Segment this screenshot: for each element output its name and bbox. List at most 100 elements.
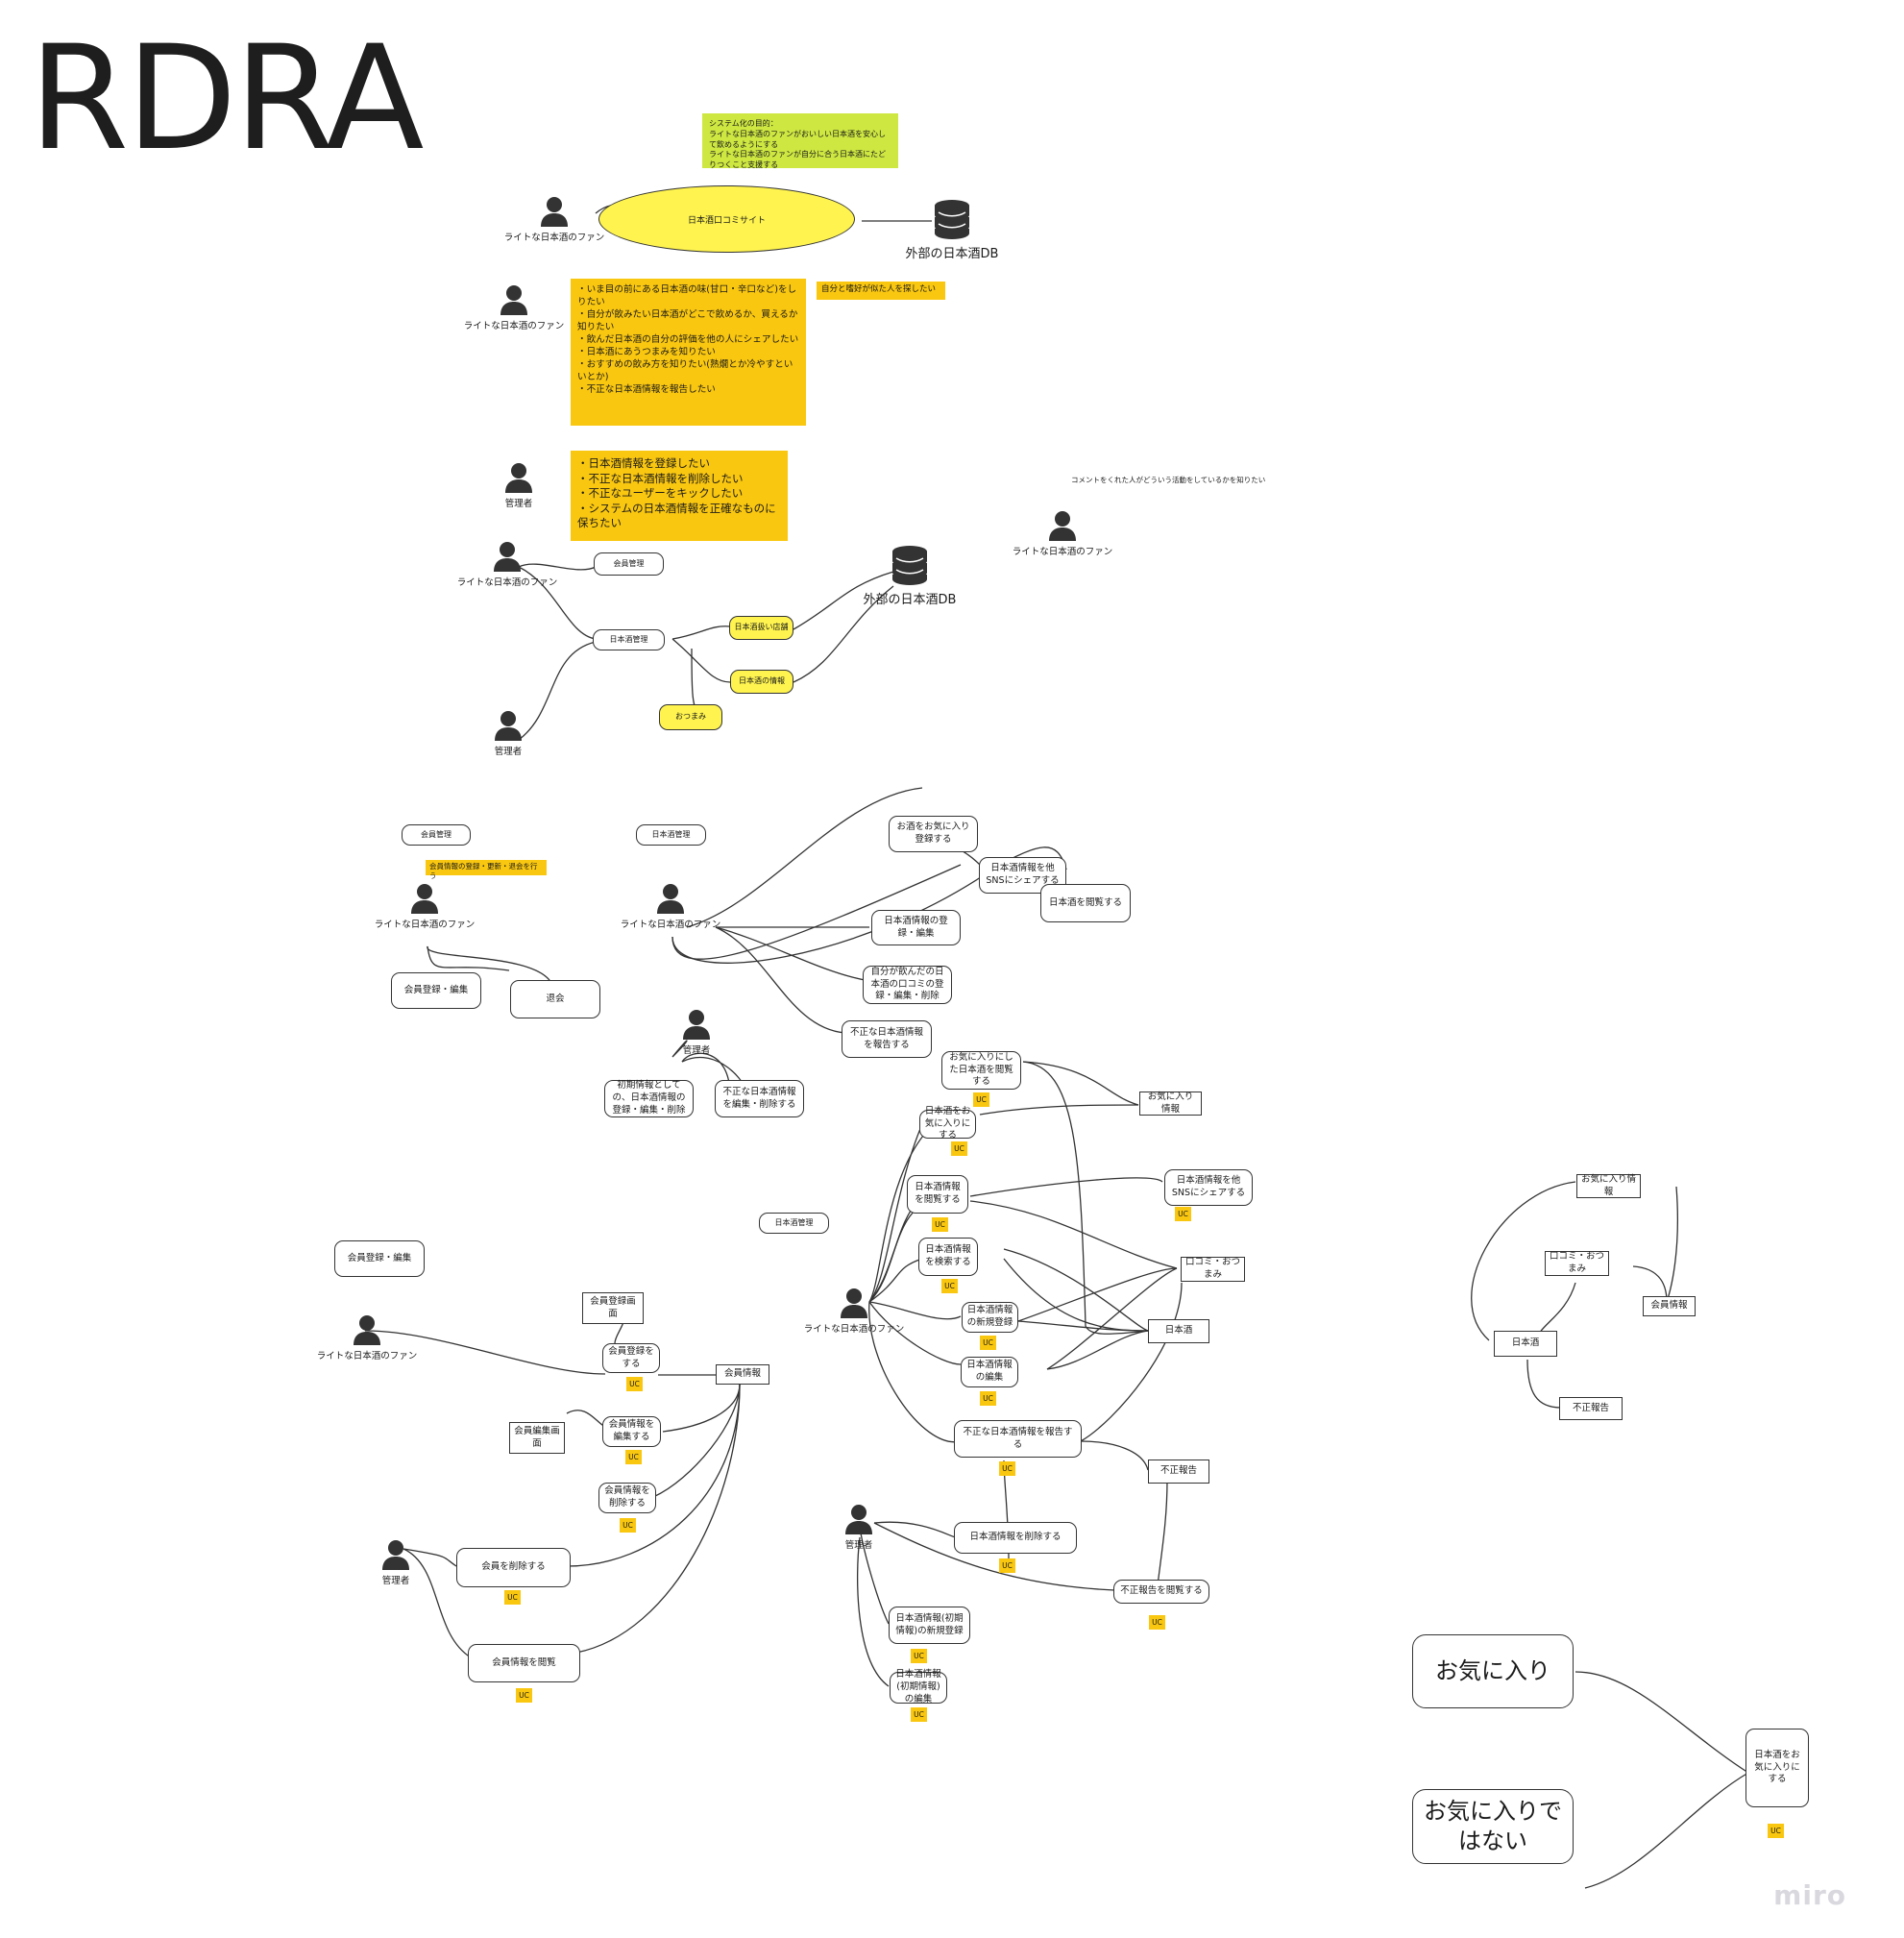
state-not-favorite[interactable]: お気に入りで はない (1412, 1789, 1574, 1864)
member-mgmt-note[interactable]: 会員情報の登録・更新・退会を行う (426, 860, 547, 880)
uc-tag: UC (911, 1649, 927, 1663)
uc-new-register[interactable]: 日本酒情報の新規登録 (962, 1302, 1018, 1333)
page-title: RDRA (29, 15, 424, 183)
uc-view-favorites[interactable]: お気に入りにした日本酒を閲覧する (941, 1051, 1021, 1090)
uc-member-delete-info[interactable]: 会員情報を削除する (598, 1483, 656, 1513)
actor-label: ライトな日本酒のファン (620, 920, 721, 930)
actor-label: ライトな日本酒のファン (803, 1324, 905, 1335)
model-fraud-report[interactable]: 不正報告 (1559, 1397, 1623, 1420)
system-ellipse[interactable]: 日本酒口コミサイト (598, 185, 855, 253)
person-icon (505, 463, 532, 493)
actor-admin[interactable]: 管理者 (338, 1539, 453, 1586)
uc-tag: UC (999, 1558, 1015, 1573)
uc-tag: UC (980, 1336, 996, 1350)
info-reviews-snacks[interactable]: 口コミ・おつまみ (1181, 1257, 1245, 1282)
uc-tag: UC (932, 1217, 948, 1232)
model-member-info[interactable]: 会員情報 (1643, 1296, 1696, 1316)
business-initial-info[interactable]: 初期情報としての、日本酒情報の登録・編集・削除 (604, 1080, 694, 1117)
actor-fan[interactable]: ライトな日本酒のファン (796, 1288, 912, 1335)
info-favorite[interactable]: お気に入り情報 (1139, 1092, 1202, 1116)
uc-delete[interactable]: 日本酒情報を削除する (954, 1522, 1077, 1554)
uc-initial-edit[interactable]: 日本酒情報(初期情報)の編集 (890, 1669, 947, 1705)
actor-fan[interactable]: ライトな日本酒のファン (613, 883, 728, 930)
person-icon (845, 1505, 872, 1534)
uc-tag: UC (1768, 1824, 1784, 1838)
comment-note: コメントをくれた人がどういう活動をしているかを知りたい (1071, 476, 1266, 484)
actor-fan[interactable]: ライトな日本酒のファン (450, 541, 565, 588)
person-icon (683, 1010, 710, 1040)
uc-tag: UC (504, 1590, 521, 1605)
actor-admin[interactable]: 管理者 (639, 1009, 754, 1056)
uc-member-delete[interactable]: 会員を削除する (456, 1548, 571, 1587)
uc-view-sake-info[interactable]: 日本酒情報を閲覧する (907, 1175, 968, 1214)
info-sake[interactable]: 日本酒 (1148, 1319, 1209, 1343)
uc-member-register[interactable]: 会員登録をする (602, 1343, 660, 1373)
actor-label: ライトな日本酒のファン (316, 1351, 418, 1362)
person-icon (494, 542, 521, 572)
actor-label: ライトな日本酒のファン (1012, 547, 1113, 557)
uc-report[interactable]: 不正な日本酒情報を報告する (954, 1420, 1082, 1458)
state-add-favorite[interactable]: 日本酒をお気に入りにする (1745, 1729, 1809, 1807)
actor-fan[interactable]: ライトな日本酒のファン (309, 1314, 425, 1362)
context-sake-mgmt[interactable]: 日本酒管理 (593, 629, 665, 650)
screen-member-register[interactable]: 会員登録画面 (582, 1292, 644, 1324)
uc-tag: UC (980, 1391, 996, 1406)
business-fraud-edit[interactable]: 不正な日本酒情報を編集・削除する (715, 1080, 804, 1117)
business-member-mgmt[interactable]: 会員管理 (402, 824, 471, 846)
uc-sake-mgmt[interactable]: 日本酒管理 (759, 1213, 829, 1234)
db-label: 外部の日本酒DB (863, 593, 957, 607)
db-label: 外部の日本酒DB (905, 247, 999, 261)
actor-admin[interactable]: 管理者 (451, 710, 566, 757)
uc-tag: UC (951, 1141, 967, 1156)
context-shops[interactable]: 日本酒扱い店舗 (729, 616, 793, 640)
business-browse[interactable]: 日本酒を閲覧する (1040, 884, 1131, 922)
context-sake-info[interactable]: 日本酒の情報 (730, 670, 793, 694)
screen-member-edit[interactable]: 会員編集画面 (509, 1422, 565, 1454)
uc-tag: UC (625, 1450, 642, 1464)
uc-edit[interactable]: 日本酒情報の編集 (961, 1357, 1018, 1387)
database-icon (935, 200, 969, 239)
uc-add-favorite[interactable]: 日本酒をお気に入りにする (919, 1106, 976, 1141)
uc-member-register-edit[interactable]: 会員登録・編集 (334, 1240, 425, 1277)
external-db[interactable]: 外部の日本酒DB (894, 199, 1010, 261)
uc-member-edit[interactable]: 会員情報を編集する (602, 1416, 661, 1447)
uc-member-view[interactable]: 会員情報を閲覧 (468, 1644, 580, 1682)
business-withdraw[interactable]: 退会 (510, 980, 600, 1018)
actor-label: 管理者 (381, 1576, 410, 1586)
context-snacks[interactable]: おつまみ (659, 704, 722, 730)
model-reviews-snacks[interactable]: 口コミ・おつまみ (1545, 1251, 1609, 1276)
info-member[interactable]: 会員情報 (716, 1364, 769, 1385)
info-fraud-report[interactable]: 不正報告 (1148, 1460, 1209, 1484)
uc-tag: UC (626, 1377, 643, 1391)
actor-fan[interactable]: ライトな日本酒のファン (1005, 510, 1120, 557)
model-sake[interactable]: 日本酒 (1494, 1331, 1557, 1357)
external-db[interactable]: 外部の日本酒DB (852, 545, 967, 607)
similar-taste-note[interactable]: 自分と嗜好が似た人を探したい (817, 282, 945, 300)
actor-admin[interactable]: 管理者 (461, 462, 576, 509)
person-icon (495, 711, 522, 741)
goal-sticky[interactable]: システム化の目的： ライトな日本酒のファンがおいしい日本酒を安心して飲めるように… (702, 113, 898, 169)
uc-share-sns[interactable]: 日本酒情報を他SNSにシェアする (1164, 1169, 1253, 1206)
business-fav-register[interactable]: お酒をお気に入り登録する (889, 816, 978, 852)
business-review[interactable]: 自分が飲んだの日本酒の口コミの登録・編集・削除 (863, 966, 952, 1004)
business-sake-mgmt[interactable]: 日本酒管理 (636, 824, 706, 846)
business-member-register[interactable]: 会員登録・編集 (391, 972, 481, 1009)
uc-view-report[interactable]: 不正報告を閲覧する (1113, 1580, 1209, 1604)
uc-initial-new[interactable]: 日本酒情報(初期情報)の新規登録 (889, 1607, 970, 1644)
uc-search[interactable]: 日本酒情報を検索する (918, 1238, 978, 1276)
business-report[interactable]: 不正な日本酒情報を報告する (842, 1020, 932, 1058)
state-favorite[interactable]: お気に入り (1412, 1634, 1574, 1708)
fan-wants-sticky[interactable]: ・いま目の前にある日本酒の味(甘口・辛口など)をしりたい ・自分が飲みたい日本酒… (571, 279, 806, 426)
person-icon (500, 285, 527, 315)
context-member-mgmt[interactable]: 会員管理 (594, 552, 664, 576)
business-register-edit[interactable]: 日本酒情報の登録・編集 (871, 910, 961, 945)
miro-watermark: miro (1773, 1879, 1846, 1911)
actor-fan[interactable]: ライトな日本酒のファン (456, 284, 572, 331)
actor-fan[interactable]: ライトな日本酒のファン (497, 196, 612, 243)
actor-admin[interactable]: 管理者 (801, 1504, 916, 1551)
actor-fan[interactable]: ライトな日本酒のファン (367, 883, 482, 930)
admin-wants-sticky[interactable]: ・日本酒情報を登録したい ・不正な日本酒情報を削除したい ・不正なユーザーをキッ… (571, 451, 788, 541)
model-favorite-info[interactable]: お気に入り情報 (1576, 1174, 1641, 1198)
uc-tag: UC (973, 1092, 989, 1107)
actor-label: 管理者 (504, 499, 533, 509)
